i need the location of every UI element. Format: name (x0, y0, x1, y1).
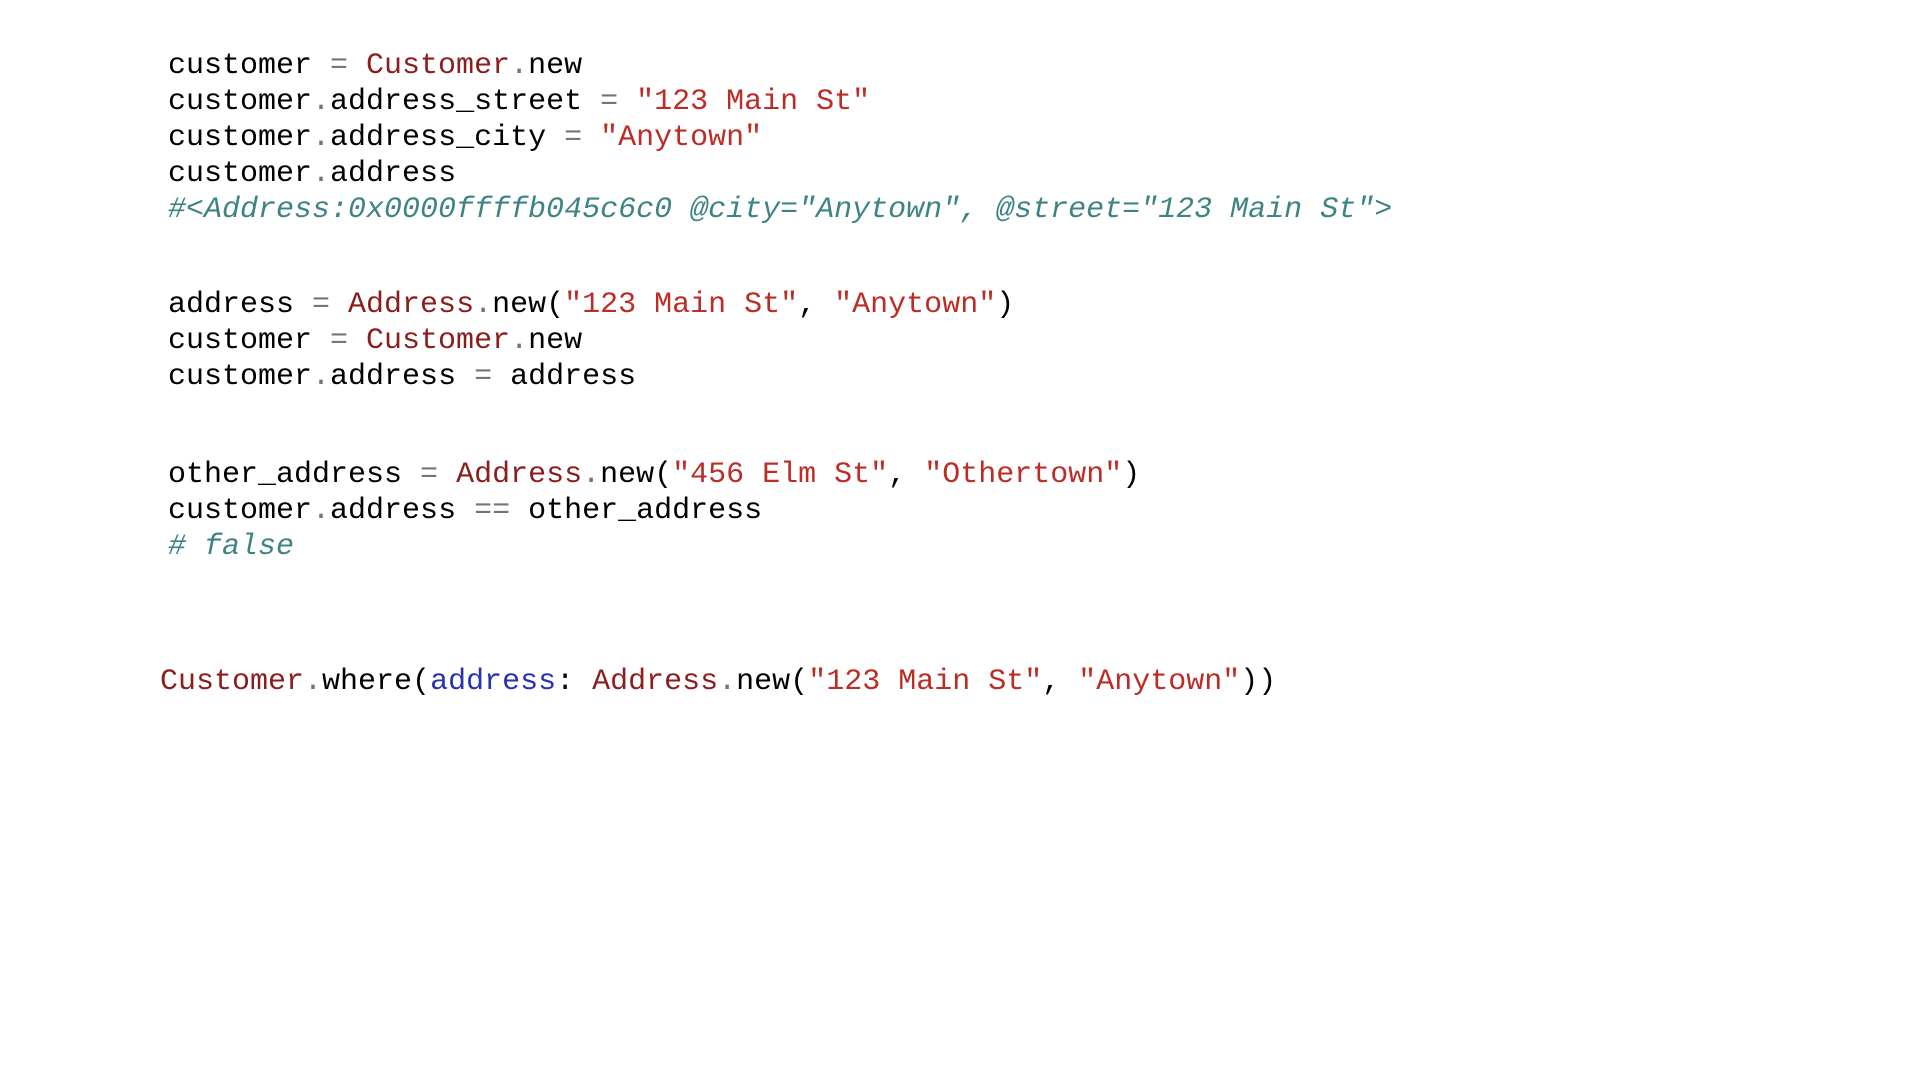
code-token-op: = (420, 458, 457, 492)
code-token-plain: ) (1122, 458, 1141, 492)
code-token-op: = (474, 360, 511, 394)
code-token-op: . (474, 288, 493, 322)
code-line: customer.address (168, 156, 1392, 192)
code-token-sym: address (430, 665, 557, 699)
code-token-plain: new( (492, 288, 565, 322)
code-token-op: . (510, 49, 529, 83)
code-token-op: . (312, 121, 331, 155)
code-token-plain: address (330, 494, 475, 528)
code-token-plain: address (330, 157, 457, 191)
customer-where-query-snippet: Customer.where(address: Address.new("123… (160, 664, 1392, 700)
code-token-str: "Anytown" (1078, 665, 1241, 699)
code-token-plain: new( (600, 458, 673, 492)
code-token-op: . (718, 665, 737, 699)
code-token-plain: where( (322, 665, 431, 699)
code-line: customer.address = address (168, 359, 1392, 395)
code-token-plain: address (168, 288, 313, 322)
code-line: #<Address:0x0000ffffb045c6c0 @city="Anyt… (168, 192, 1392, 228)
code-line: other_address = Address.new("456 Elm St"… (168, 457, 1392, 493)
code-line: customer = Customer.new (168, 48, 1392, 84)
code-token-op: = (312, 288, 349, 322)
code-token-op: . (312, 494, 331, 528)
code-token-plain: other_address (168, 458, 421, 492)
code-line: address = Address.new("123 Main St", "An… (168, 287, 1392, 323)
code-token-const: Customer (366, 324, 511, 358)
code-token-op: = (330, 49, 367, 83)
code-line: customer.address_street = "123 Main St" (168, 84, 1392, 120)
code-token-plain: : (556, 665, 593, 699)
code-token-plain: ) (996, 288, 1015, 322)
code-token-plain: customer (168, 360, 313, 394)
code-token-plain: , (798, 288, 835, 322)
code-token-comment: # false (168, 530, 295, 564)
code-token-op: . (510, 324, 529, 358)
code-token-plain: new (528, 324, 583, 358)
code-token-plain: customer (168, 324, 331, 358)
code-token-str: "123 Main St" (808, 665, 1043, 699)
code-token-const: Address (348, 288, 475, 322)
code-line: customer.address == other_address (168, 493, 1392, 529)
code-token-const: Address (456, 458, 583, 492)
code-line: # false (168, 529, 1392, 565)
code-token-op: == (474, 494, 529, 528)
code-token-plain: customer (168, 85, 313, 119)
code-token-plain: new (528, 49, 583, 83)
code-token-plain: address (330, 360, 475, 394)
code-line: customer = Customer.new (168, 323, 1392, 359)
code-token-plain: , (888, 458, 925, 492)
code-token-str: "Othertown" (924, 458, 1123, 492)
code-token-op: = (600, 85, 637, 119)
code-token-plain: address (510, 360, 637, 394)
code-token-op: . (312, 360, 331, 394)
code-token-plain: customer (168, 157, 313, 191)
code-token-plain: customer (168, 49, 331, 83)
code-token-str: "123 Main St" (564, 288, 799, 322)
code-token-op: . (582, 458, 601, 492)
code-token-str: "Anytown" (834, 288, 997, 322)
code-token-plain: )) (1240, 665, 1277, 699)
code-token-str: "123 Main St" (636, 85, 871, 119)
code-token-plain: , (1042, 665, 1079, 699)
code-token-op: = (564, 121, 601, 155)
address-comparison-snippet: other_address = Address.new("456 Elm St"… (168, 457, 1392, 565)
code-token-plain: customer (168, 494, 313, 528)
code-token-str: "456 Elm St" (672, 458, 889, 492)
code-token-str: "Anytown" (600, 121, 763, 155)
code-token-op: . (304, 665, 323, 699)
code-token-comment: #<Address:0x0000ffffb045c6c0 @city="Anyt… (168, 193, 1393, 227)
code-line: Customer.where(address: Address.new("123… (160, 664, 1392, 700)
code-token-const: Address (592, 665, 719, 699)
code-token-const: Customer (160, 665, 305, 699)
code-line: customer.address_city = "Anytown" (168, 120, 1392, 156)
code-token-op: . (312, 157, 331, 191)
address-object-assignment-snippet: address = Address.new("123 Main St", "An… (168, 287, 1392, 395)
code-token-op: = (330, 324, 367, 358)
code-token-op: . (312, 85, 331, 119)
code-token-plain: new( (736, 665, 809, 699)
code-token-plain: other_address (528, 494, 763, 528)
code-token-plain: address_city (330, 121, 565, 155)
code-token-plain: customer (168, 121, 313, 155)
code-token-plain: address_street (330, 85, 601, 119)
code-token-const: Customer (366, 49, 511, 83)
